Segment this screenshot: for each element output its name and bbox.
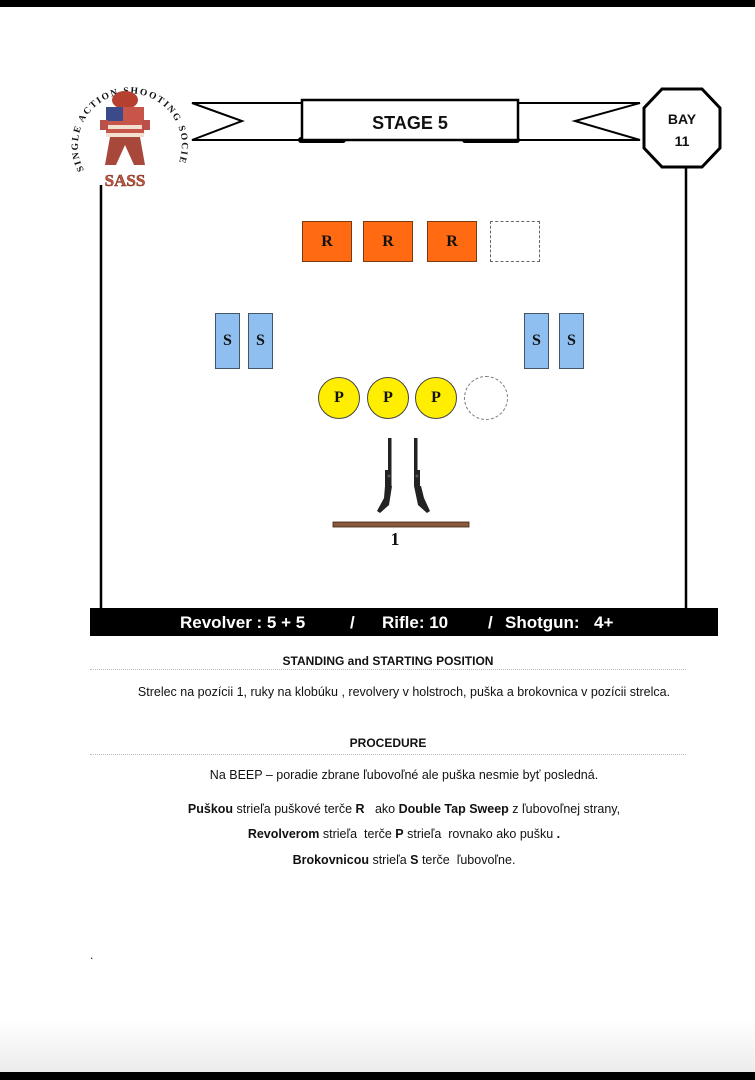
rifle-icon [377, 438, 392, 513]
procedure-heading: PROCEDURE [349, 736, 427, 750]
logo-figure [100, 91, 150, 165]
separator: / [488, 613, 493, 632]
bay-octagon [642, 87, 722, 169]
banner-main [300, 98, 520, 142]
bottom-border [0, 1072, 755, 1080]
pistol-target: P [367, 377, 409, 419]
procedure-line: Na BEEP – poradie zbrane ľubovoľné ale p… [209, 768, 599, 782]
stage-title: STAGE 5 [372, 113, 448, 133]
logo-ring-text: SINGLE ACTION SHOOTING SOCIETY [0, 0, 189, 173]
divider [90, 754, 686, 755]
procedure-line: Puškou strieľa puškové terče R ako Doubl… [187, 802, 621, 816]
divider [90, 669, 686, 670]
top-border [0, 0, 755, 7]
shotgun-target: S [559, 313, 584, 369]
shotgun-target: S [524, 313, 549, 369]
pistol-target: P [415, 377, 457, 419]
pistol-target-empty [464, 376, 508, 420]
stage-diagram: SINGLE ACTION SHOOTING SOCIETY SASS 1 ST… [0, 0, 722, 610]
rifle-count: Rifle: 10 [382, 613, 449, 632]
round-count-bar: Revolver : 5 + 5 / Rifle: 10 / Shotgun: … [90, 608, 718, 636]
shotgun-count-label: Shotgun: [505, 613, 580, 632]
shotgun-target: S [248, 313, 273, 369]
banner-left-tail [191, 102, 303, 141]
rifle-target: R [302, 221, 352, 262]
bay-number: 11 [675, 133, 690, 149]
page-bottom-shade [0, 1020, 755, 1072]
firing-line-board [332, 521, 470, 528]
standing-heading: STANDING and STARTING POSITION [282, 654, 494, 668]
bay-label: BAY [668, 111, 697, 127]
shotgun-count-value: 4+ [594, 613, 614, 632]
procedure-line: Brokovnicou strieľa S terče ľubovoľne. [292, 853, 516, 867]
separator: / [350, 613, 355, 632]
procedure-line: Revolverom strieľa terče P strieľa rovna… [247, 827, 561, 841]
footer-mark: . [90, 948, 94, 962]
pistol-target: P [318, 377, 360, 419]
banner-right-tail [517, 102, 641, 141]
rifle-target: R [427, 221, 477, 262]
shotgun-target: S [215, 313, 240, 369]
position-number: 1 [391, 529, 400, 549]
rifle-icon [414, 438, 430, 513]
rifle-target: R [363, 221, 413, 262]
logo-wordmark: SASS [105, 171, 146, 190]
revolver-count: Revolver : 5 + 5 [180, 613, 306, 632]
rifle-target-empty [490, 221, 540, 262]
standing-text: Strelec na pozícii 1, ruky na klobúku , … [137, 685, 671, 699]
